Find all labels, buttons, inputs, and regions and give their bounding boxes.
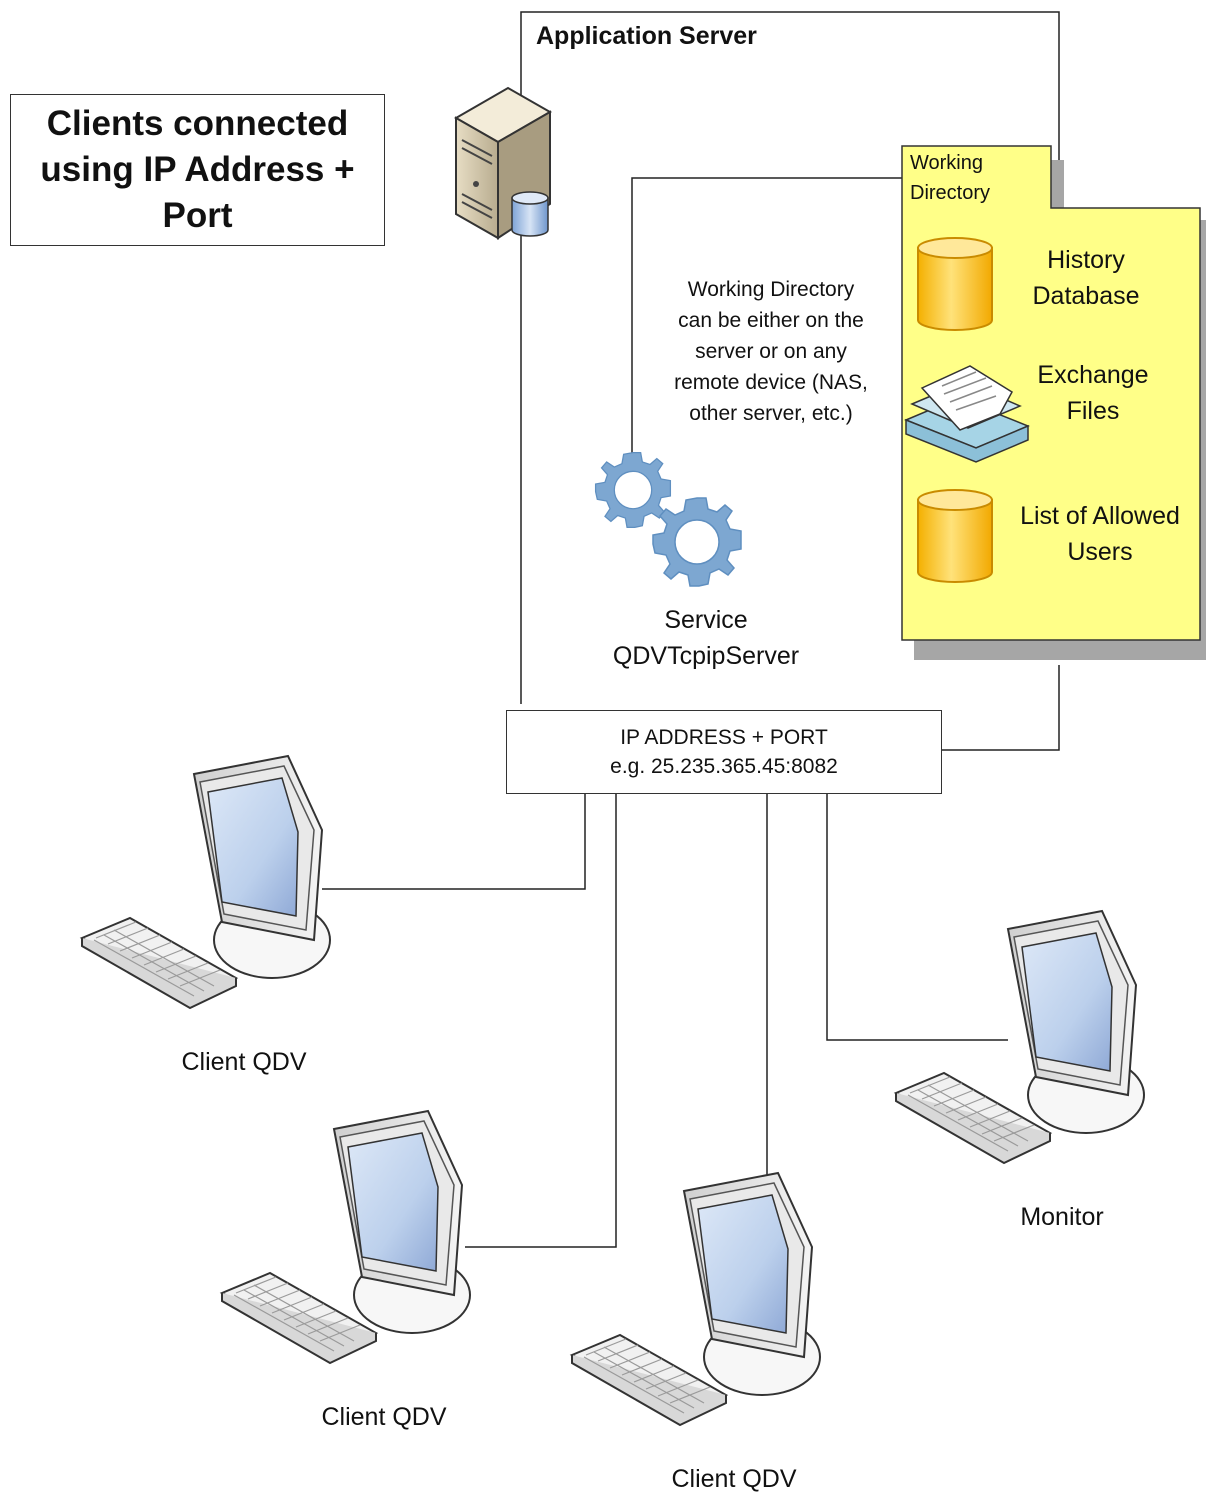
boundary-lower-right [942, 665, 1060, 751]
working-directory-label: Working Directory [910, 152, 991, 204]
allowed-users-label: List of Allowed Users [1020, 502, 1180, 566]
allowed-users-database-icon [917, 489, 993, 583]
server-title: Application Server [536, 22, 757, 50]
monitor-label: Monitor [1020, 1203, 1104, 1231]
ip-address-port-box: IP ADDRESS + PORT e.g. 25.235.365.45:808… [506, 710, 942, 794]
history-database-label: History Database [1032, 246, 1140, 310]
client-computer-icon-2 [221, 1110, 471, 1364]
service-label: Service QDVTcpipServer [612, 606, 800, 670]
exchange-files-icon [904, 365, 1030, 463]
ip-address-port-example: e.g. 25.235.365.45:8082 [610, 755, 838, 778]
monitor-computer-icon [895, 910, 1145, 1164]
server-boundary [520, 11, 1060, 704]
ip-address-port-title: IP ADDRESS + PORT [620, 726, 828, 749]
client-computer-icon-3 [571, 1172, 821, 1426]
client-label-1: Client QDV [181, 1048, 307, 1076]
history-database-icon [917, 237, 993, 331]
service-gears-icon [594, 451, 742, 587]
connector-client-1 [322, 794, 586, 890]
client-label-3: Client QDV [671, 1465, 797, 1493]
connector-client-2 [465, 794, 617, 1248]
client-computer-icon-1 [81, 755, 331, 1009]
connector-monitor [826, 794, 1008, 1041]
diagram-title: Clients connected using IP Address + Por… [10, 94, 385, 246]
working-directory-note: Working Directory can be either on the s… [674, 278, 868, 425]
client-label-2: Client QDV [321, 1403, 447, 1431]
exchange-files-label: Exchange Files [1037, 361, 1149, 425]
service-to-working-dir-connector [631, 177, 902, 455]
server-tower-icon [453, 86, 553, 240]
